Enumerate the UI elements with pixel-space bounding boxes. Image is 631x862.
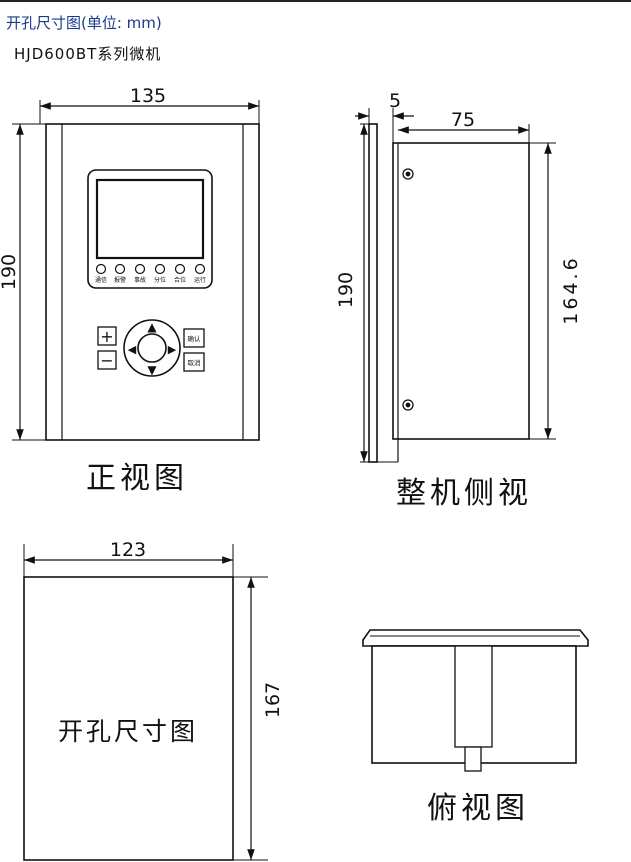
plus-key-label: +	[100, 327, 113, 346]
side-view-caption: 整机侧视	[396, 476, 532, 511]
minus-key	[97, 350, 117, 370]
arrow-down-icon: ▼	[147, 363, 157, 377]
arrow-right-icon: ▶	[168, 343, 177, 356]
top-view: 俯视图	[362, 629, 589, 826]
arrow-left-icon: ◀	[128, 343, 137, 356]
indicator-label: 通信	[95, 276, 107, 284]
side-flange-dimension: 5	[389, 90, 401, 112]
page-subtitle: HJD600BT系列微机	[14, 45, 162, 63]
indicator-row: 通信 报警 事故 分位 合位 运行	[95, 263, 206, 284]
minus-key-label: −	[100, 351, 113, 370]
cancel-key-label: 取消	[188, 358, 202, 367]
indicator-label: 分位	[154, 276, 166, 284]
indicator-label: 事故	[134, 276, 146, 284]
indicator-led	[154, 263, 166, 275]
confirm-key-label: 确认	[188, 334, 202, 343]
side-height-dimension: 190	[335, 272, 357, 308]
confirm-key	[183, 328, 205, 348]
cancel-key	[183, 352, 205, 372]
plus-key	[97, 326, 117, 346]
cutout-view-caption: 开孔尺寸图	[58, 717, 198, 746]
cutout-width-dimension: 123	[110, 539, 146, 561]
header-rule	[0, 0, 631, 2]
indicator-label: 合位	[174, 276, 186, 284]
top-view-flange	[362, 629, 589, 647]
cutout-view: 123 167 开孔尺寸图	[23, 539, 284, 861]
nav-pad-center	[137, 333, 167, 363]
cutout-outline	[23, 576, 234, 861]
front-view: 135 190 通信 报警 事故 分位 合位 运行	[0, 85, 260, 496]
indicator-led	[114, 263, 126, 275]
side-depth-dimension: 75	[451, 109, 475, 131]
indicator-led	[95, 263, 107, 275]
mounting-screw-top-inner	[405, 171, 411, 177]
indicator-label: 运行	[194, 276, 206, 284]
arrow-up-icon: ▲	[147, 320, 157, 334]
top-view-connector	[454, 645, 493, 748]
side-body-height-dimension: 164.6	[560, 255, 582, 324]
side-flange	[368, 123, 378, 463]
front-width-dimension: 135	[130, 85, 166, 107]
side-view: 5 75 190 164.6 整机侧视	[335, 90, 582, 511]
lcd-screen	[95, 178, 205, 260]
top-view-terminal	[464, 746, 482, 772]
page-title: 开孔尺寸图(单位: mm)	[6, 14, 162, 32]
indicator-led	[134, 263, 146, 275]
side-body	[392, 142, 530, 440]
indicator-led	[194, 263, 206, 275]
top-view-caption: 俯视图	[427, 791, 529, 826]
indicator-label: 报警	[114, 276, 126, 284]
front-height-dimension: 190	[0, 254, 20, 290]
cutout-height-dimension: 167	[262, 682, 284, 718]
indicator-led	[174, 263, 186, 275]
front-view-caption: 正视图	[86, 461, 188, 496]
keypad: + − ▲ ▼ ◀ ▶ 确认 取消	[97, 319, 205, 377]
mounting-screw-bottom-inner	[405, 402, 411, 408]
